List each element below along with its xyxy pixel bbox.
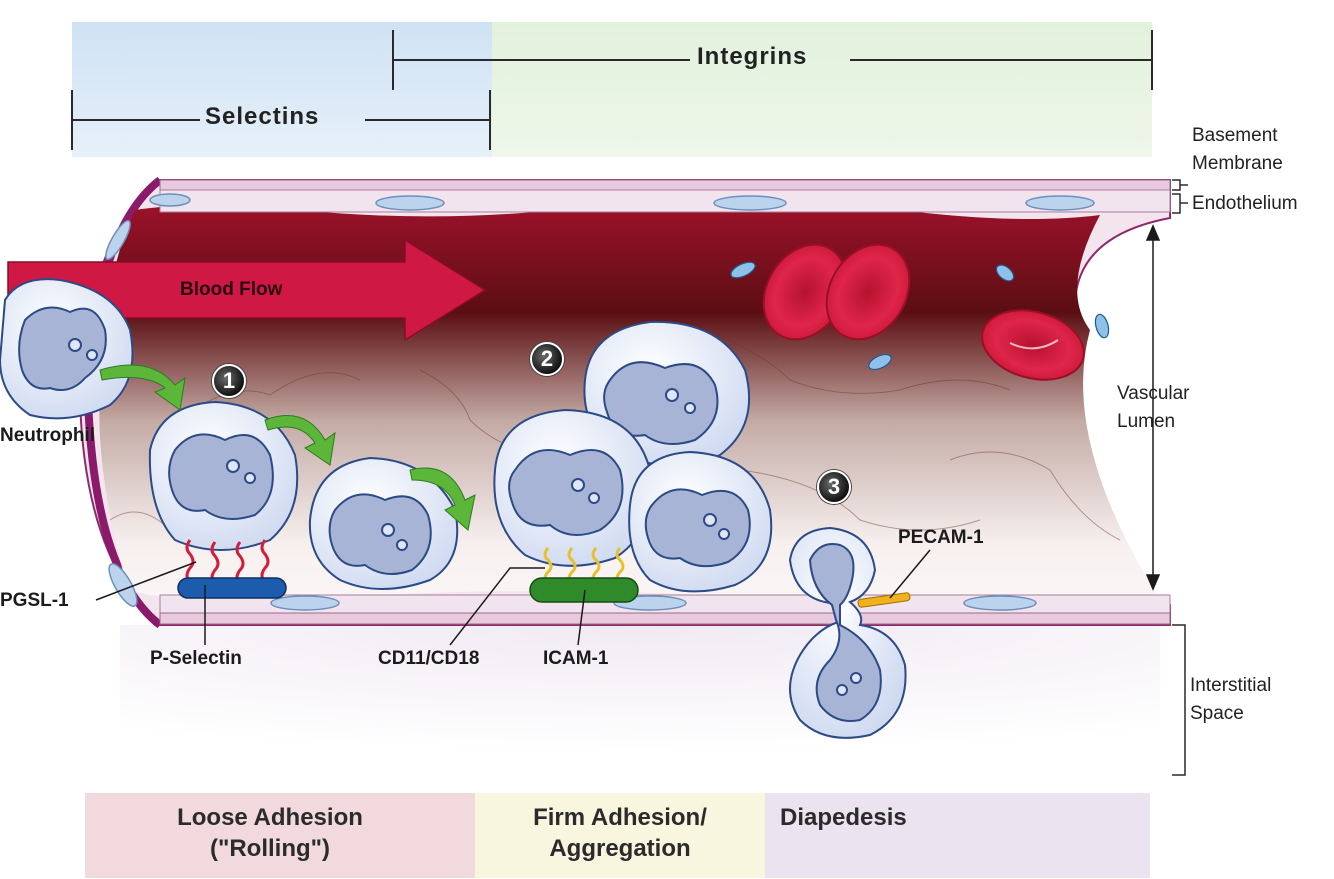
interstitial-bg <box>120 625 1160 765</box>
selectins-bracket <box>71 90 491 150</box>
phase-loose-adhesion: Loose Adhesion ("Rolling") <box>177 804 363 862</box>
cd11-cd18-label: CD11/CD18 <box>378 648 480 669</box>
phase-band-loose <box>85 793 475 878</box>
platelets <box>730 261 1110 371</box>
phase-diapedesis: Diapedesis <box>780 804 907 831</box>
step-2-badge: 2 <box>530 342 564 376</box>
red-blood-cells <box>762 243 1085 381</box>
basement-membrane-label: Basement Membrane <box>1192 125 1283 174</box>
p-selectin-label: P-Selectin <box>150 648 242 669</box>
selectin-band <box>72 22 492 157</box>
neutrophil-aggregate-left <box>493 408 653 567</box>
icam1-label: ICAM-1 <box>543 648 609 669</box>
lumen-texture <box>109 329 1121 541</box>
endothelial-nuclei <box>105 193 1095 611</box>
neutrophil-aggregate-right <box>628 450 773 593</box>
neutrophil-diapedesis <box>788 526 907 739</box>
basement-membrane-top <box>159 179 1171 191</box>
phase-band-firm <box>475 793 765 878</box>
step-3-badge: 3 <box>817 470 851 504</box>
neutrophil-cells <box>0 278 907 739</box>
endothelium-label: Endothelium <box>1192 193 1298 214</box>
pecam1-bar <box>857 592 911 608</box>
basement-membrane-bottom <box>159 612 1171 625</box>
phase-band-diapedesis <box>765 793 1150 878</box>
step-1-badge: 1 <box>212 364 246 398</box>
vascular-lumen-label: Vascular Lumen <box>1117 383 1190 432</box>
neutrophil-rolling-1 <box>148 400 299 551</box>
interstitial-space-label: Interstitial Space <box>1190 675 1272 724</box>
endothelium-top <box>159 189 1171 213</box>
phase-firm-adhesion: Firm Adhesion/ Aggregation <box>533 804 707 862</box>
p-selectin-bar <box>177 577 287 599</box>
leader-lines <box>95 549 931 646</box>
neutrophil-label: Neutrophil <box>0 425 95 446</box>
right-brackets <box>1172 179 1188 776</box>
selectins-label: Selectins <box>205 103 320 130</box>
neutrophil-rolling-2 <box>308 456 459 590</box>
integrins-label: Integrins <box>697 43 808 70</box>
blood-flow-label: Blood Flow <box>180 279 283 300</box>
integrin-band <box>492 22 1152 157</box>
lumen-arrow <box>1145 224 1161 591</box>
pecam1-label: PECAM-1 <box>898 527 984 548</box>
pgsl1-label: PGSL-1 <box>0 590 69 611</box>
integrins-bracket <box>392 30 1153 90</box>
neutrophil-entering <box>0 278 134 420</box>
rolling-arrows <box>99 364 476 531</box>
